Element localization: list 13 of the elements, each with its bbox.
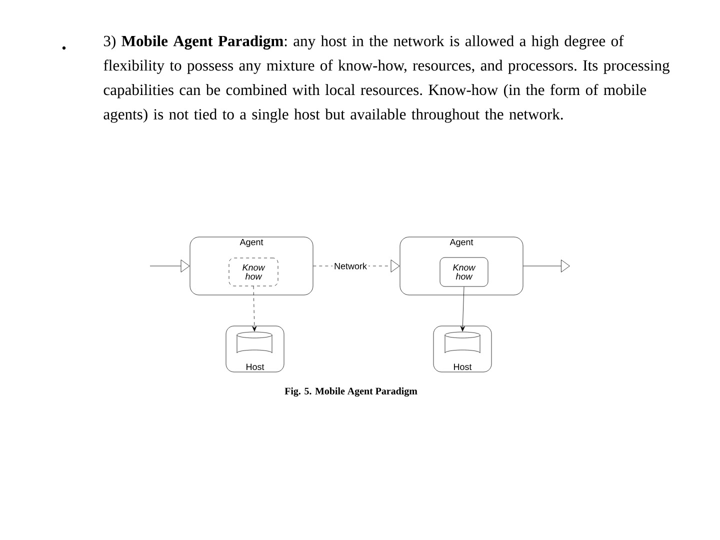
figure-caption: Fig. 5. Mobile Agent Paradigm (284, 387, 418, 397)
know-how-box: Know how (228, 258, 278, 286)
paragraph: 3) Mobile Agent Paradigm: any host in the network is allowed a high degree of flexibility to possess any mixture of know-how, resources, and processors. Its processing capabilities can be combined with local resources. Know-how (in the form of mobile agents) is not tied to a single host but available throughout the network. (104, 35, 670, 123)
database-cylinder (236, 332, 272, 354)
know-how-box: Know how (440, 257, 488, 287)
host-box: Host (226, 326, 284, 372)
arrow (523, 260, 570, 272)
host-box: Host (433, 326, 492, 372)
database-cylinder (444, 332, 480, 354)
edge-label: Network (332, 261, 368, 271)
arrow (460, 286, 465, 332)
arrow (150, 260, 190, 272)
arrow (252, 286, 257, 332)
